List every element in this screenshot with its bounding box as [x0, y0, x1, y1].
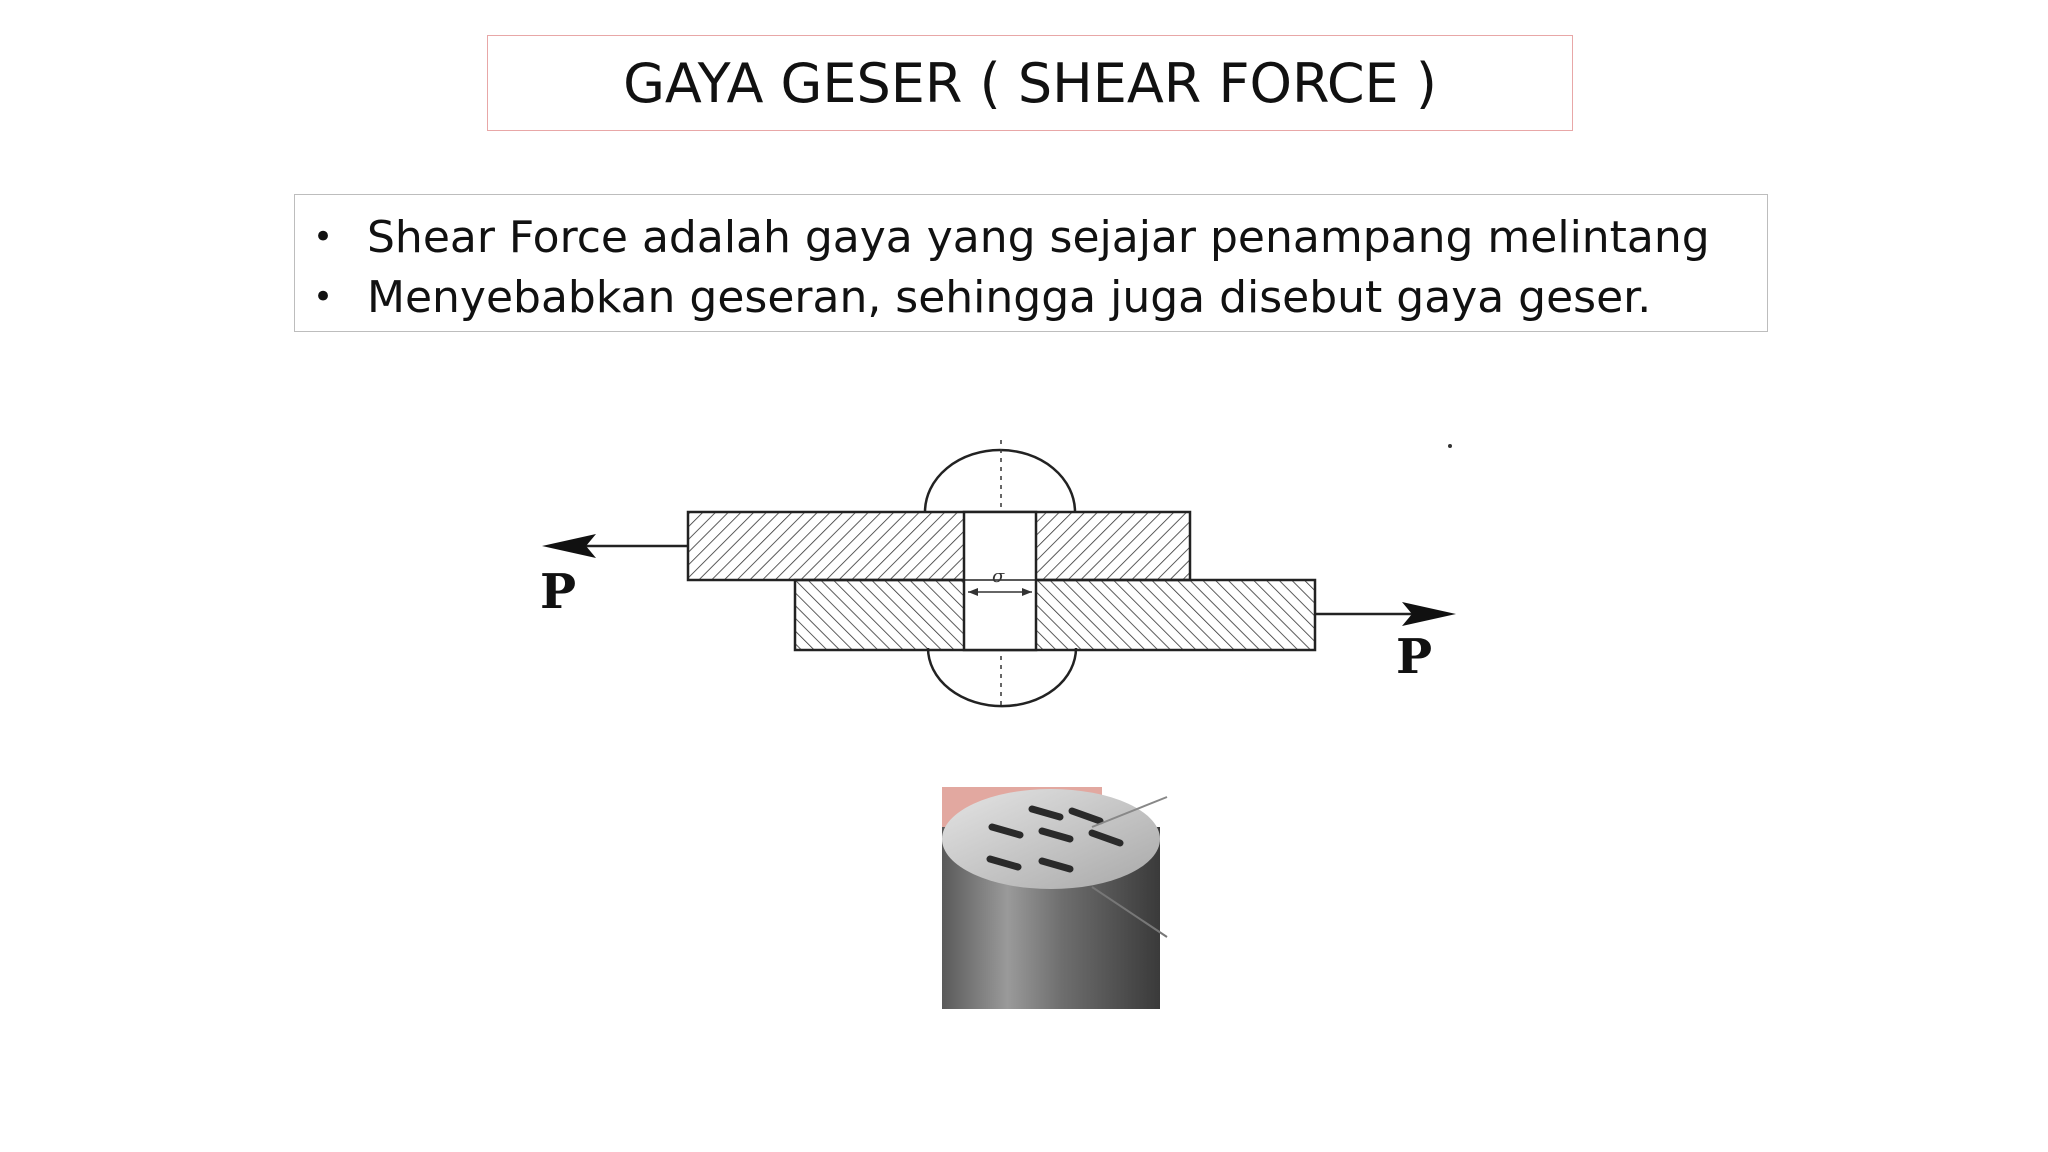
shear-stress-marks [986, 805, 1124, 873]
speck [1448, 444, 1452, 448]
bullet-text: Menyebabkan geseran, sehingga juga diseb… [367, 271, 1652, 323]
top-plate [686, 510, 1192, 582]
pin-top-face [942, 789, 1160, 889]
bullet-item: • Shear Force adalah gaya yang sejajar p… [313, 207, 1767, 267]
bullet-list: • Shear Force adalah gaya yang sejajar p… [294, 194, 1768, 332]
bullet-text: Shear Force adalah gaya yang sejajar pen… [367, 211, 1710, 263]
sheared-pin-figure [942, 787, 1168, 1009]
rivet-shear-diagram: σ P P [540, 440, 1456, 708]
bullet-item: • Menyebabkan geseran, sehingga juga dis… [313, 267, 1767, 327]
slide-title: GAYA GESER ( SHEAR FORCE ) [623, 51, 1437, 115]
stress-arrow-right [1022, 588, 1032, 596]
left-force-label: P [540, 564, 576, 620]
rivet-head-top [923, 448, 1077, 513]
title-box: GAYA GESER ( SHEAR FORCE ) [487, 35, 1573, 131]
pointer-line-bottom [1091, 886, 1168, 938]
stress-symbol: σ [992, 566, 1005, 587]
stress-arrow-left [968, 588, 978, 596]
pointer-line-top [1091, 796, 1168, 828]
left-arrow-icon [542, 534, 596, 558]
bottom-plate [793, 578, 1317, 652]
right-arrow-icon [1402, 602, 1456, 626]
right-force-label: P [1396, 629, 1432, 685]
rivet-shank [962, 510, 1038, 652]
rivet-head-bottom [926, 647, 1078, 708]
bullet-icon: • [313, 277, 334, 317]
bullet-icon: • [313, 217, 334, 257]
